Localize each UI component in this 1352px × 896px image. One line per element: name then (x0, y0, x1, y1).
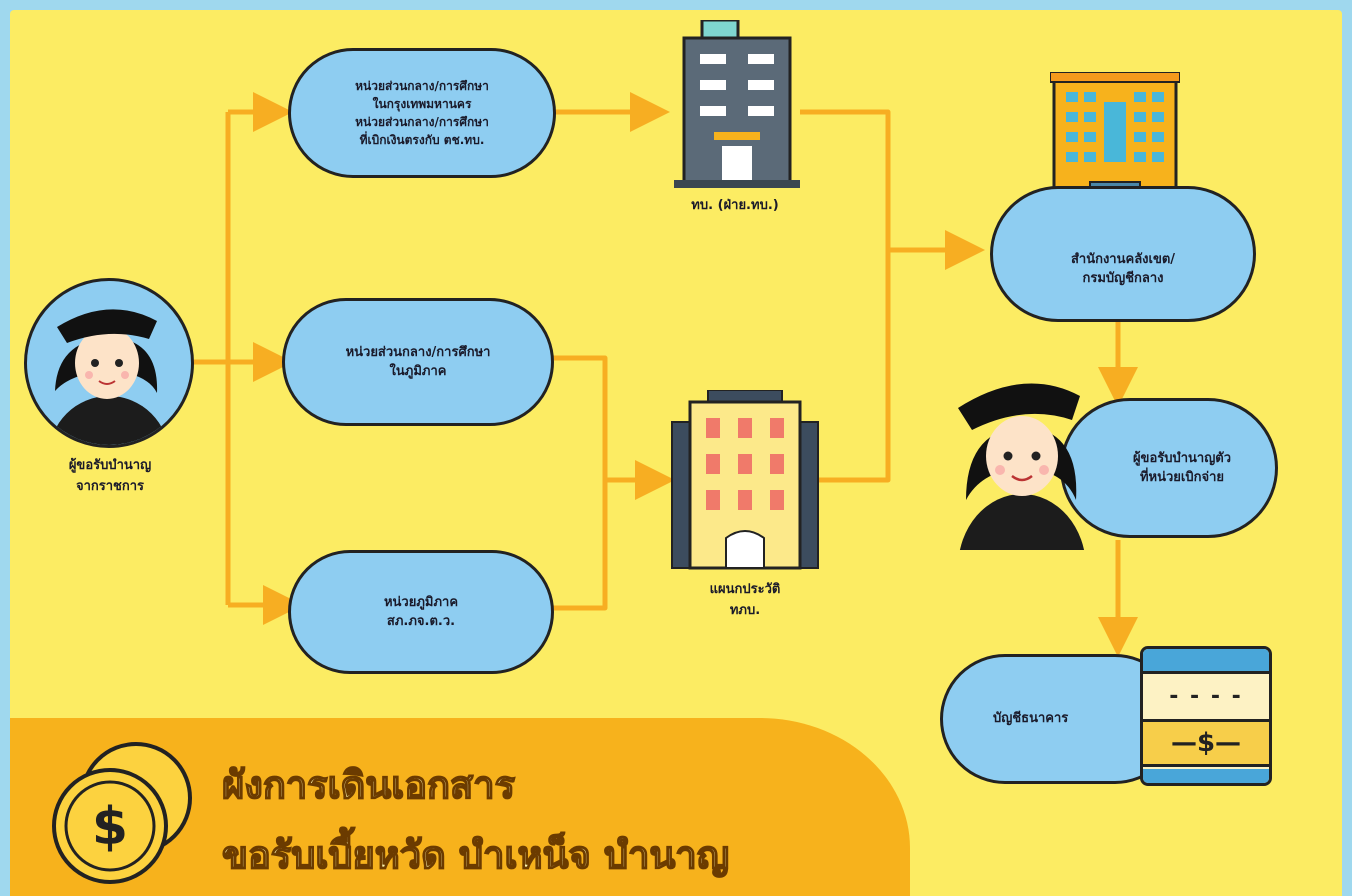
title-banner: $ ผังการเดินเอกสาร ขอรับเบี้ยหวัด บำเหน็… (10, 718, 910, 896)
history-office-label: แผนกประวัติ ทภบ. (709, 582, 781, 618)
retiree-avatar (24, 278, 194, 448)
banner-title-line2: ขอรับเบี้ยหวัด บำเหน็จ บำนาญ (221, 832, 730, 878)
finance-office-label: ทบ. (ฝ่าย.ทบ.) (691, 198, 779, 213)
retiree-label: ผู้ขอรับบำนาญ จากราชการ (68, 458, 152, 494)
arrow-regional-to-history (550, 355, 675, 500)
diagram-board: ผู้ขอรับบำนาญ จากราชการ หน่วยส่วนกลาง/กา… (10, 10, 1342, 896)
banner-title-line1: ผังการเดินเอกสาร (221, 762, 515, 808)
regional-unit-node: หน่วยส่วนกลาง/การศึกษา ในภูมิภาค (282, 298, 554, 426)
coins-icon: $ (48, 736, 198, 886)
bankbook-icon: - - - - —$— (1140, 646, 1276, 790)
arrow-provincial-to-history (550, 480, 608, 611)
comptroller-node: สำนักงานคลังเขต/ กรมบัญชีกลาง (990, 186, 1256, 322)
flow-arrows (190, 92, 1138, 657)
arrow-history-merge (815, 250, 891, 483)
finance-office-building-icon (674, 18, 800, 190)
provincial-unit-node: หน่วยภูมิภาค สภ.ภจ.ต.ว. (288, 550, 554, 674)
arrow-finance-merge (800, 109, 891, 250)
history-office-building-icon (670, 389, 820, 572)
bankbook-dashes: - - - - (1169, 684, 1243, 709)
central-unit-node: หน่วยส่วนกลาง/การศึกษา ในกรุงเทพมหานคร ห… (288, 48, 556, 178)
recipient-node: ผู้ขอรับบำนาญตัว ที่หน่วยเบิกจ่าย (1060, 398, 1278, 538)
recipient-person-icon (948, 360, 1098, 642)
bankbook-dollar: —$— (1143, 719, 1269, 767)
svg-text:$: $ (92, 797, 128, 857)
